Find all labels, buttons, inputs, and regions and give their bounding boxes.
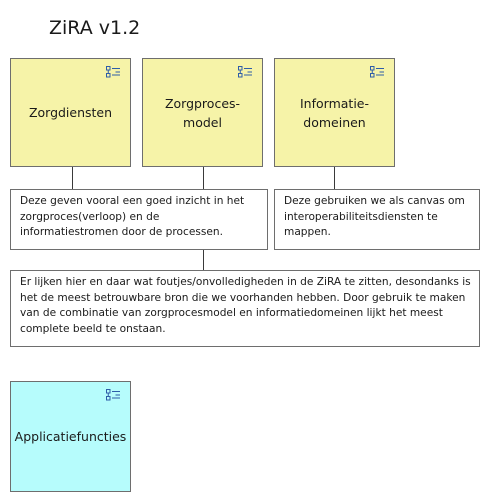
note-text: Deze gebruiken we als canvas om interope… — [284, 195, 465, 238]
note-processes[interactable]: Deze geven vooral een goed inzicht in he… — [10, 189, 268, 250]
element-label: Applicatiefuncties — [14, 429, 127, 444]
element-label: Informatie- domeinen — [300, 95, 369, 130]
element-label: Zorgdiensten — [28, 105, 113, 120]
element-applicatiefuncties[interactable]: Applicatiefuncties — [10, 381, 131, 492]
note-canvas[interactable]: Deze gebruiken we als canvas om interope… — [274, 189, 480, 250]
note-text: Deze geven vooral een goed inzicht in he… — [20, 195, 245, 238]
element-label: Zorgproces- model — [164, 95, 241, 130]
element-informatiedomeinen[interactable]: Informatie- domeinen — [274, 58, 395, 167]
function-icon — [370, 66, 384, 78]
note-summary[interactable]: Er lijken hier en daar wat foutjes/onvol… — [10, 270, 480, 347]
diagram-title: ZiRA v1.2 — [49, 17, 141, 39]
element-zorgprocesmodel[interactable]: Zorgproces- model — [142, 58, 263, 167]
note-text: Er lijken hier en daar wat foutjes/onvol… — [20, 276, 471, 335]
function-icon — [106, 389, 120, 401]
function-icon — [106, 66, 120, 78]
element-zorgdiensten[interactable]: Zorgdiensten — [10, 58, 131, 167]
function-icon — [238, 66, 252, 78]
